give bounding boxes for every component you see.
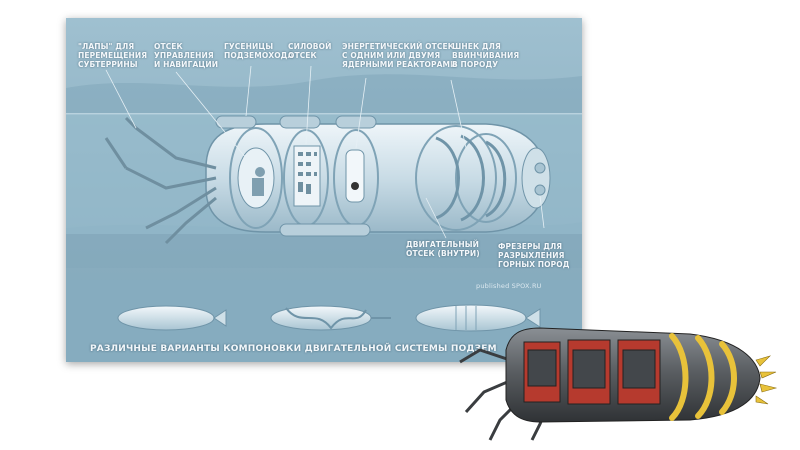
- label-engine-compartment: ДВИГАТЕЛЬНЫЙ ОТСЕК (ВНУТРИ): [406, 240, 480, 258]
- poster-caption: РАЗЛИЧНЫЕ ВАРИАНТЫ КОМПОНОВКИ ДВИГАТЕЛЬН…: [90, 344, 497, 354]
- label-legs: "ЛАПЫ" ДЛЯ ПЕРЕМЕЩЕНИЯ СУБТЕРРИНЫ: [78, 42, 148, 69]
- label-power-compartment: СИЛОВОЙ ОТСЕК: [288, 42, 332, 60]
- label-energy-compartment: ЭНЕРГЕТИЧЕСКИЙ ОТСЕК С ОДНИМ ИЛИ ДВУМЯ Я…: [342, 42, 457, 69]
- label-tracks: ГУСЕНИЦЫ ПОДЗЕМОХОДА: [224, 42, 294, 60]
- subterrine-hull: [205, 115, 551, 237]
- label-control-compartment: ОТСЕК УПРАВЛЕНИЯ И НАВИГАЦИИ: [154, 42, 219, 69]
- subterrine-poster: "ЛАПЫ" ДЛЯ ПЕРЕМЕЩЕНИЯ СУБТЕРРИНЫ ОТСЕК …: [66, 18, 582, 362]
- watermark: published SPOX.RU: [476, 282, 542, 290]
- poster-illustration: [66, 18, 582, 362]
- label-cutters: ФРЕЗЕРЫ ДЛЯ РАЗРЫХЛЕНИЯ ГОРНЫХ ПОРОД: [498, 242, 570, 269]
- layout-variants: [117, 304, 541, 332]
- subterrine-3d-model: [440, 300, 780, 450]
- label-auger: ШНЕК ДЛЯ ВВИНЧИВАНИЯ В ПОРОДУ: [452, 42, 520, 69]
- walking-legs: [104, 116, 217, 245]
